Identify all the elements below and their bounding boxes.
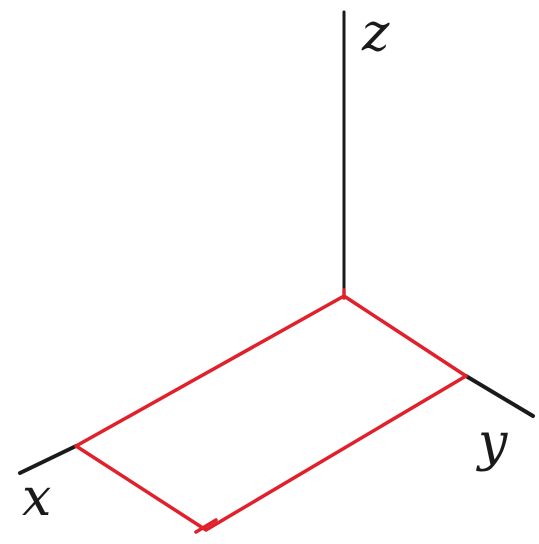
z-axis-label: z: [361, 3, 390, 63]
y-axis-label: y: [476, 413, 508, 473]
x-axis-tick: [194, 518, 218, 534]
xy-plane-rectangle: [74, 294, 468, 532]
x-axis-line: [18, 444, 78, 475]
x-axis-label: x: [22, 468, 51, 528]
y-axis-line: [464, 374, 535, 418]
